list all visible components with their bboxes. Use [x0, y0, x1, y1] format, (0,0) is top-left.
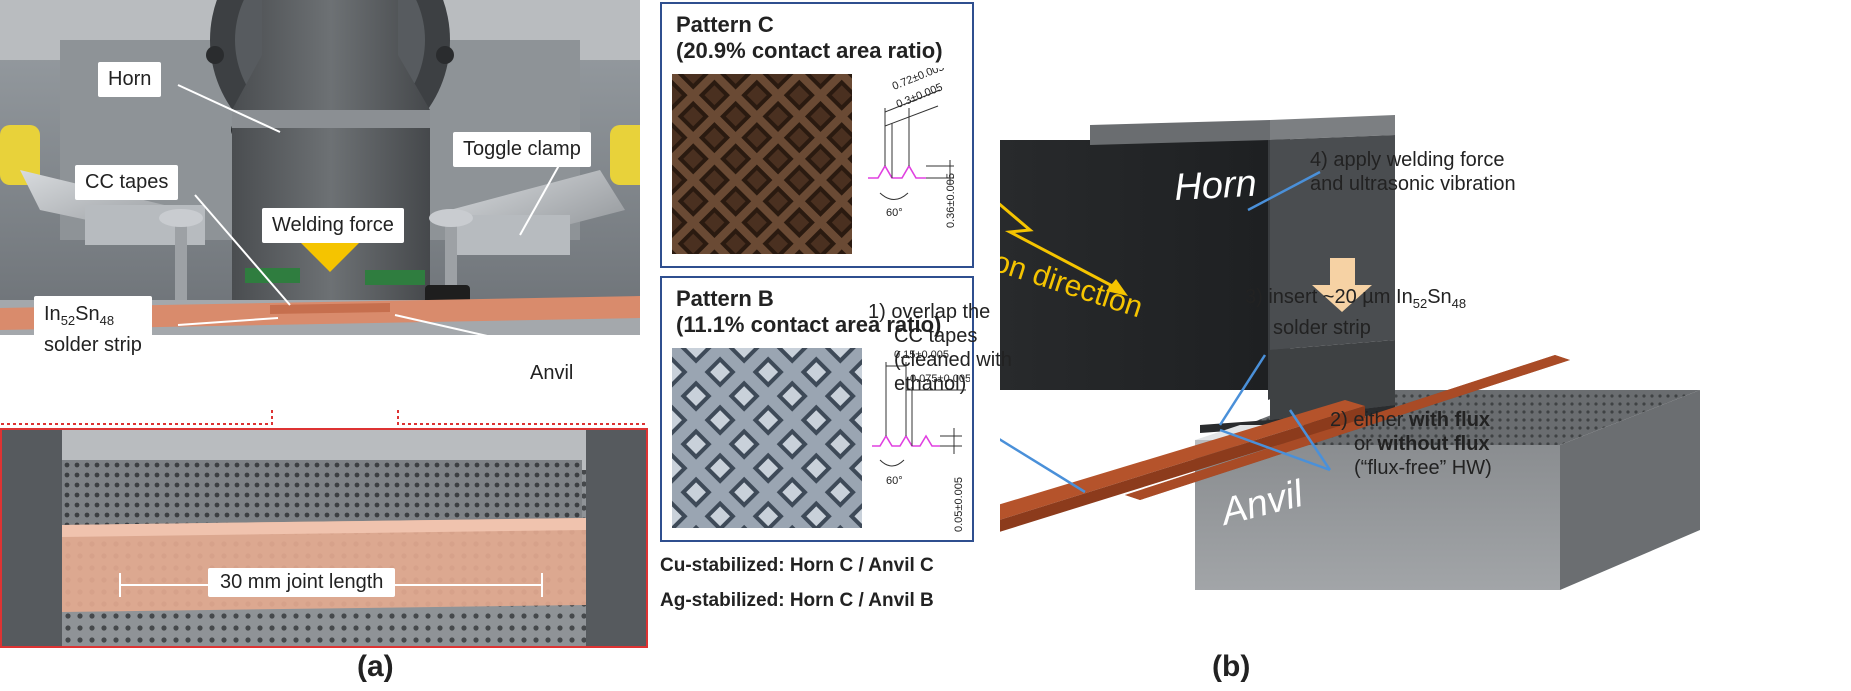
photo-upper: Horn Toggle clamp CC tapes Welding force — [0, 0, 640, 335]
welding-force-arrow-icon — [298, 215, 362, 272]
cc-tape-front — [1000, 400, 1365, 520]
pattern-c-box: Pattern C (20.9% contact area ratio) 0.7… — [660, 2, 974, 268]
step4-label: 4) apply welding force and ultrasonic vi… — [1310, 149, 1516, 195]
pattern-b-title: Pattern B (11.1% contact area ratio) — [676, 286, 942, 337]
horn-text: Horn — [1173, 163, 1257, 209]
pattern-c-micrograph — [672, 74, 852, 254]
pattern-b-dim-mid: 0.075±0.005 — [910, 373, 970, 385]
horn-label: Horn — [98, 62, 162, 97]
cu-stabilized-label: Cu-stabilized: Horn C / Anvil C — [660, 555, 934, 576]
zoom-connector — [0, 410, 648, 425]
solder-strip-label: In52Sn48 solder strip — [34, 296, 152, 363]
pattern-b-profile-diagram: 0.15±0.005 0.075±0.005 0.05±0.005 60° — [872, 349, 970, 532]
horn-front — [1270, 135, 1395, 350]
step3-label: 3) insert ~20 µm In52Sn48 solder strip — [1245, 286, 1467, 339]
joint-length-label: 30 mm joint length — [208, 568, 396, 597]
pattern-c-dim-height: 0.36±0.005 — [945, 173, 957, 228]
figure-letter-a: (a) — [357, 650, 394, 683]
anvil-front — [1195, 445, 1560, 590]
ag-stabilized-label: Ag-stabilized: Horn C / Anvil B — [660, 590, 934, 611]
anvil-side — [1560, 390, 1700, 590]
toggle-clamp-label: Toggle clamp — [453, 132, 591, 167]
photo-zoom: 30 mm joint length — [0, 428, 648, 648]
pattern-b-box: Pattern B (11.1% contact area ratio) 0.1… — [660, 276, 974, 542]
horn-side — [1000, 140, 1268, 390]
pattern-c-profile-diagram: 0.72±0.005 0.3±0.005 0.36±0.005 60° — [868, 68, 957, 228]
down-arrow-icon — [1312, 258, 1372, 312]
figure-letter-b: (b) — [1212, 650, 1251, 683]
step2-label: 2) either with flux or without flux (“fl… — [1330, 409, 1492, 479]
joint-zoom-photo — [2, 430, 646, 646]
pattern-b-dim-top: 0.15±0.005 — [894, 349, 949, 361]
pattern-b-micrograph — [672, 348, 862, 528]
pattern-c-angle: 60° — [886, 207, 903, 219]
anvil-label: Anvil — [520, 356, 584, 391]
welding-schematic: Horn Anvil vibration direction — [1000, 115, 1700, 590]
step1-label: 1) overlap the CC tapes (cleaned with et… — [868, 301, 1012, 395]
cc-tapes-label: CC tapes — [75, 165, 179, 200]
pattern-b-dim-height: 0.05±0.005 — [953, 477, 965, 532]
pattern-c-title: Pattern C (20.9% contact area ratio) — [676, 12, 943, 63]
welding-force-label: Welding force — [262, 208, 404, 243]
pattern-b-angle: 60° — [886, 475, 903, 487]
